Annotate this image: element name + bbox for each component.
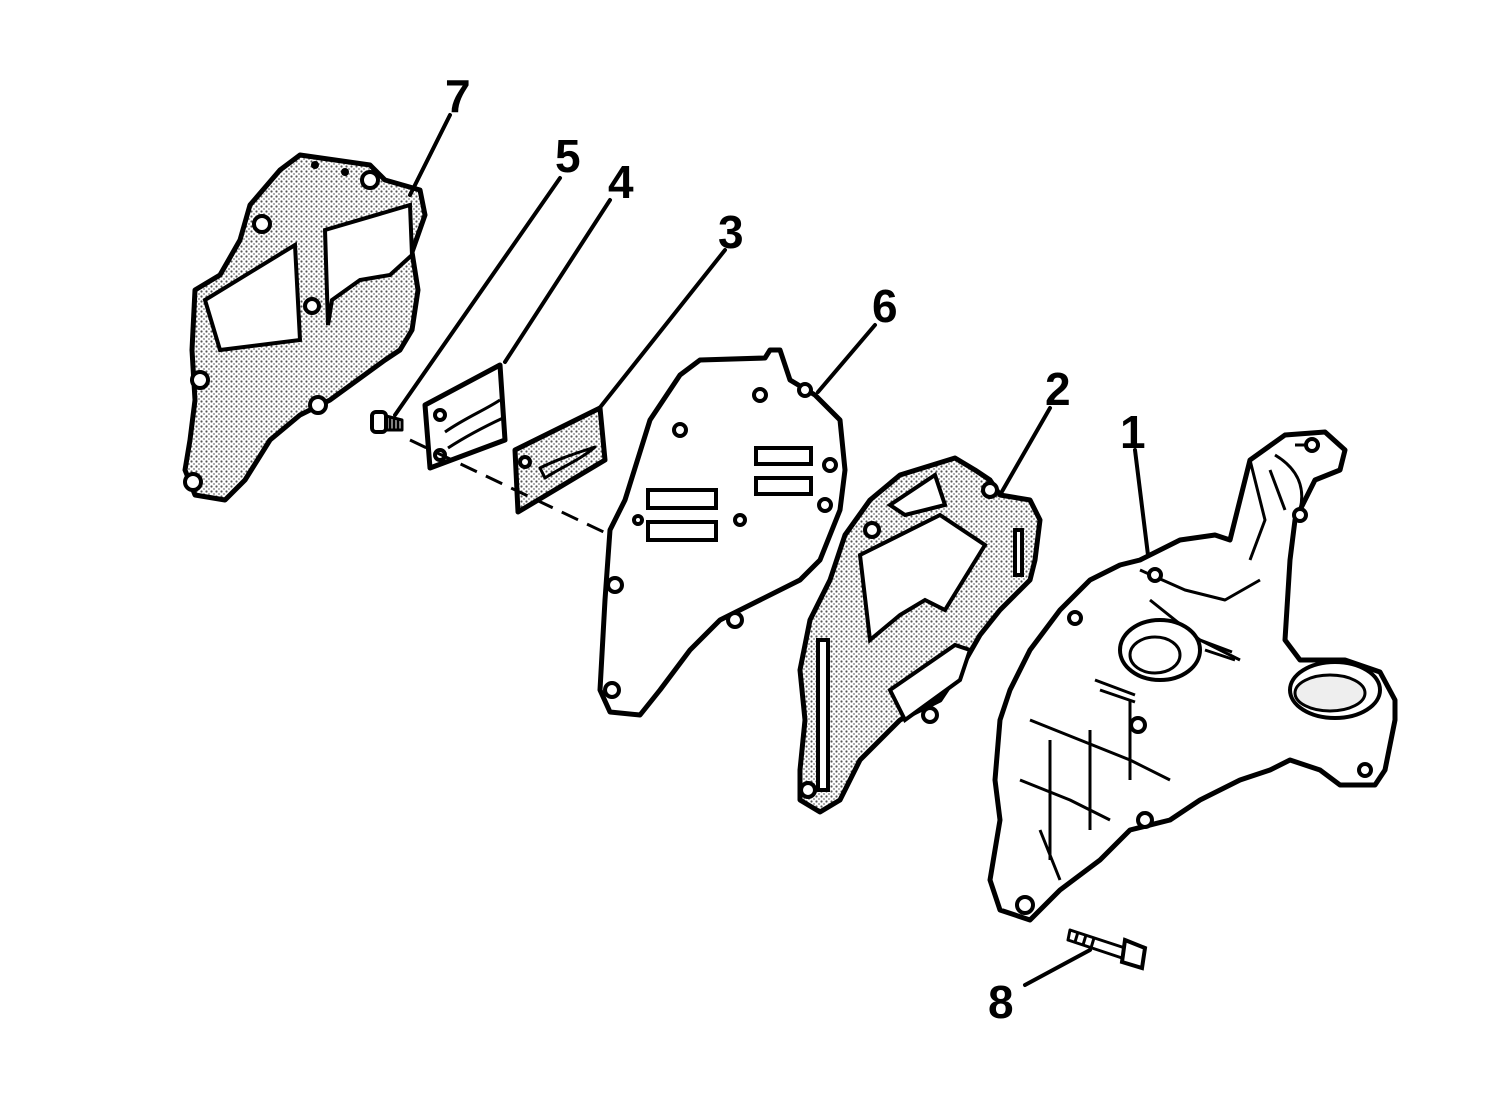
callout-7: 7 xyxy=(445,70,471,122)
leader-line-7 xyxy=(408,113,452,197)
callout-3: 3 xyxy=(718,206,744,258)
part-5-screw xyxy=(370,410,404,434)
leader-line-5 xyxy=(393,176,562,417)
callout-6: 6 xyxy=(872,280,898,332)
callout-4: 4 xyxy=(608,156,634,208)
part-1-housing xyxy=(987,429,1398,923)
leader-line-2 xyxy=(998,406,1052,497)
assembly-dashed-line xyxy=(409,438,611,537)
callout-2: 2 xyxy=(1045,363,1071,415)
part-8-bolt xyxy=(1066,928,1148,971)
part-7-gasket xyxy=(182,152,428,503)
part-4-reed-stop xyxy=(422,362,508,471)
leader-line-8 xyxy=(1023,948,1092,987)
callout-8: 8 xyxy=(988,976,1014,1028)
callout-5: 5 xyxy=(555,130,581,182)
leader-line-4 xyxy=(503,198,612,364)
leader-line-1 xyxy=(1133,448,1150,557)
leader-line-3 xyxy=(596,248,727,412)
callout-1: 1 xyxy=(1120,406,1146,458)
part-2-gasket xyxy=(797,455,1043,815)
part-3-reed-petal xyxy=(512,405,608,515)
leader-line-6 xyxy=(816,323,877,394)
part-6-reed-plate xyxy=(597,347,848,718)
